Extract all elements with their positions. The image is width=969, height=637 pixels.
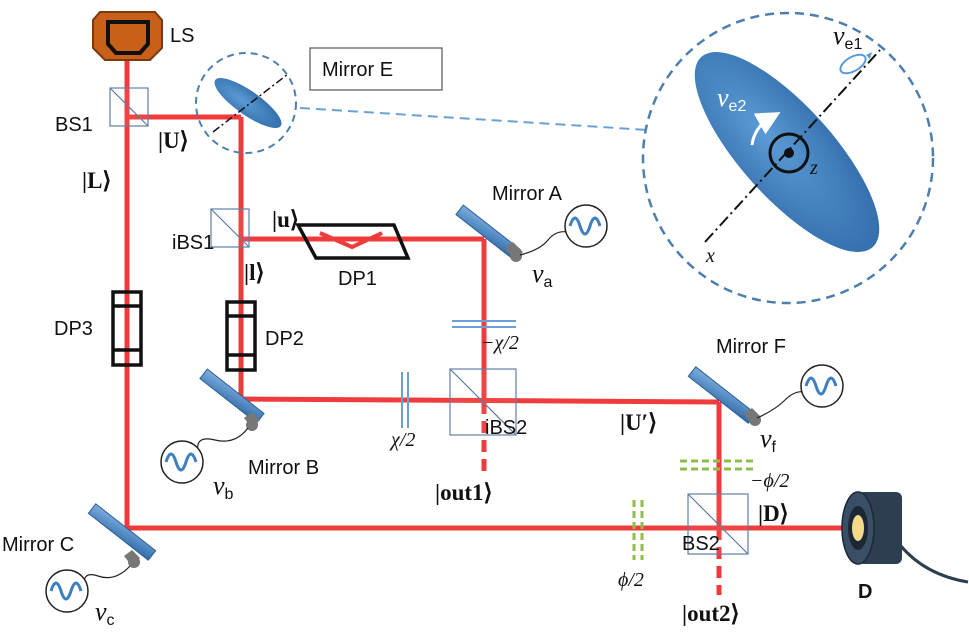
phase-neg-phi-label: −ϕ/2 bbox=[750, 470, 789, 492]
bs1-label: BS1 bbox=[55, 114, 93, 136]
phase-phi-label: ϕ/2 bbox=[618, 569, 644, 591]
oscillator-c-icon bbox=[45, 565, 131, 613]
inset-callout-line bbox=[299, 107, 649, 131]
freq-f-label: νf bbox=[760, 424, 777, 456]
laser-label: LS bbox=[170, 25, 194, 47]
inset-x-label: x bbox=[705, 245, 715, 267]
mirror-c bbox=[87, 503, 157, 568]
ibs2-label: iBS2 bbox=[485, 417, 527, 439]
dp1-label: DP1 bbox=[338, 268, 377, 290]
rotation-arrow-icon bbox=[750, 112, 781, 146]
freq-c-label: νc bbox=[95, 597, 115, 629]
ibs1-cube bbox=[210, 208, 250, 248]
ket-u: |u⟩ bbox=[272, 207, 299, 232]
bs2-cube bbox=[687, 493, 749, 555]
phase-chi-label: χ/2 bbox=[389, 429, 415, 451]
dp2-label: DP2 bbox=[265, 328, 304, 350]
freq-e2-label: νe2 bbox=[717, 83, 746, 115]
phase-plate-neg-phi bbox=[680, 459, 756, 471]
freq-a-label: νa bbox=[532, 259, 553, 291]
mirror-b bbox=[199, 368, 265, 431]
freq-e1-label: νe1 bbox=[833, 21, 862, 53]
phase-neg-chi-label: −χ/2 bbox=[481, 332, 519, 354]
dp2-plate bbox=[225, 300, 257, 372]
mirror-b-label: Mirror B bbox=[248, 457, 319, 479]
ket-U-prime: |U′⟩ bbox=[620, 410, 657, 435]
ket-l: |l⟩ bbox=[244, 260, 264, 285]
oscillator-a-icon bbox=[519, 204, 608, 256]
dp1-prism bbox=[295, 223, 411, 260]
ibs1-label: iBS1 bbox=[172, 232, 214, 254]
ket-out1: |out1⟩ bbox=[435, 480, 493, 505]
ibs2-cube bbox=[449, 368, 517, 436]
detector-icon bbox=[841, 491, 969, 584]
mirror-f bbox=[687, 366, 761, 426]
oscillator-f-icon bbox=[756, 364, 844, 419]
z-axis-icon bbox=[768, 132, 810, 174]
mirror-c-label: Mirror C bbox=[2, 534, 74, 556]
dp3-label: DP3 bbox=[54, 318, 93, 340]
dp3-plate bbox=[111, 290, 143, 367]
mirror-a bbox=[455, 204, 523, 262]
ket-D: |D⟩ bbox=[758, 501, 789, 526]
bs2-label: BS2 bbox=[682, 533, 720, 555]
ket-L: |L⟩ bbox=[82, 168, 111, 193]
mirror-e-label: Mirror E bbox=[322, 59, 393, 81]
bs1-cube bbox=[109, 87, 149, 127]
mirror-a-label: Mirror A bbox=[492, 183, 563, 205]
laser-source-icon bbox=[92, 11, 163, 61]
detector-label: D bbox=[858, 581, 872, 603]
freq-b-label: νb bbox=[213, 471, 234, 503]
axis-rotation-icon bbox=[839, 53, 867, 75]
phase-plate-phi bbox=[632, 500, 644, 560]
beam-mirror-b-to-mirror-f bbox=[240, 396, 720, 405]
waveplate-chi bbox=[401, 372, 409, 428]
mirror-f-label: Mirror F bbox=[716, 336, 786, 358]
mirror-e bbox=[195, 52, 297, 154]
inset-z-label: z bbox=[809, 157, 818, 179]
waveplate-neg-chi bbox=[452, 320, 516, 328]
oscillator-b-icon bbox=[160, 427, 249, 484]
mirror-e-inset bbox=[641, 11, 935, 305]
ket-U: |U⟩ bbox=[158, 128, 189, 153]
mirror-e-label-box: Mirror E bbox=[309, 47, 443, 91]
ket-out2: |out2⟩ bbox=[682, 601, 740, 626]
